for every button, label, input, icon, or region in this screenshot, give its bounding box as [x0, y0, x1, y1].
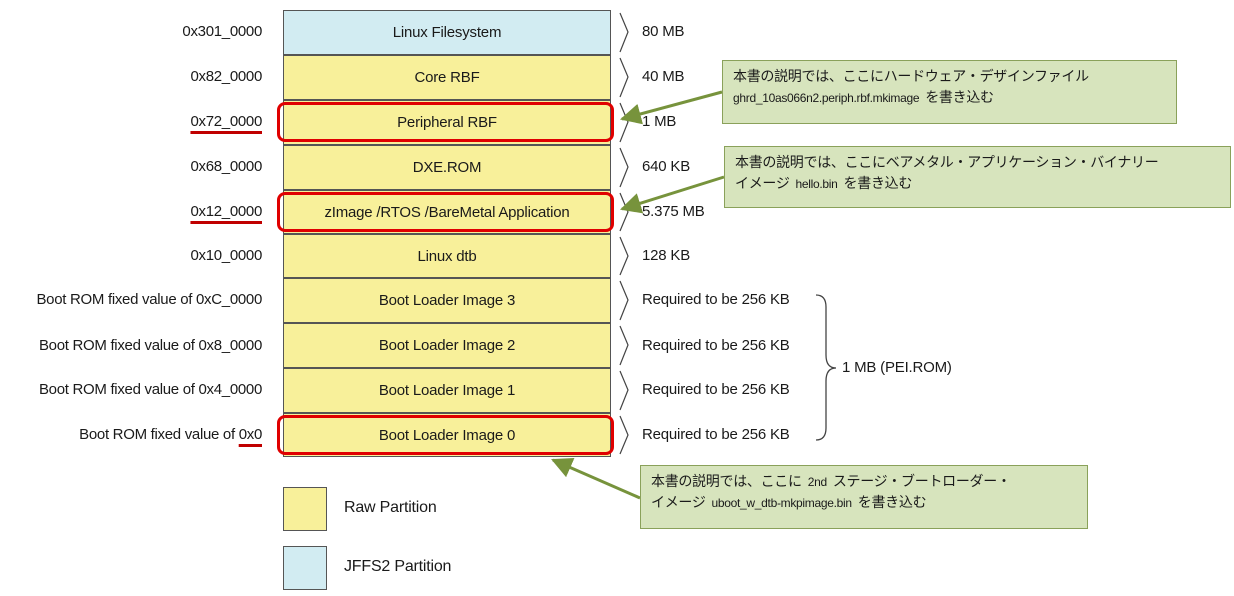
legend-swatch-jffs2: [283, 546, 327, 590]
size-core-rbf: 40 MB: [642, 68, 685, 85]
address-boot-loader-3: Boot ROM fixed value of 0xC_0000: [36, 291, 262, 308]
highlight-zimage: [277, 192, 614, 232]
note-bootloader-line1: 本書の説明では、ここに 2nd ステージ・ブートローダー・: [651, 472, 1077, 493]
note-zimage-line1: 本書の説明では、ここにベアメタル・アプリケーション・バイナリー: [735, 155, 1159, 171]
address-peripheral-rbf-value: 0x72_0000: [190, 113, 262, 130]
note-bootloader-line1-b: 2nd: [807, 475, 827, 489]
pei-curly-brace: [815, 294, 837, 441]
note-peripheral-suffix: を書き込む: [925, 90, 994, 106]
size-dxe-rom: 640 KB: [642, 158, 691, 175]
address-linux-filesystem: 0x301_0000: [182, 23, 262, 40]
address-boot-loader-1: Boot ROM fixed value of 0x4_0000: [38, 381, 262, 398]
size-chevrons: [619, 12, 629, 455]
note-bootloader-prefix: イメージ: [651, 495, 706, 511]
partition-boot-loader-1: Boot Loader Image 1: [283, 368, 611, 413]
partition-linux-filesystem: Linux Filesystem: [283, 10, 611, 55]
pei-group-label: 1 MB (PEI.ROM): [842, 359, 952, 376]
note-peripheral-file: ghrd_10as066n2.periph.rbf.mkimage: [733, 91, 920, 105]
size-peripheral-rbf: 1 MB: [642, 113, 677, 130]
highlight-boot-loader-0: [277, 415, 614, 455]
note-bootloader-file: uboot_w_dtb-mkpimage.bin: [711, 496, 853, 510]
address-zimage-value: 0x12_0000: [190, 203, 262, 220]
partition-core-rbf: Core RBF: [283, 55, 611, 100]
note-zimage-line2: イメージ hello.bin を書き込む: [735, 174, 1220, 195]
address-boot-loader-0-prefix: Boot ROM fixed value of: [79, 426, 239, 443]
note-bootloader-suffix: を書き込む: [857, 495, 927, 511]
size-boot-loader-0: Required to be 256 KB: [642, 426, 790, 443]
size-boot-loader-2: Required to be 256 KB: [642, 337, 790, 354]
partition-peripheral-rbf: Peripheral RBF: [283, 100, 611, 145]
size-linux-dtb: 128 KB: [642, 247, 691, 264]
note-zimage-prefix: イメージ: [735, 176, 790, 192]
address-peripheral-rbf: 0x72_0000: [0, 112, 262, 132]
arrow-note-bootloader: [551, 457, 641, 500]
arrow-note-peripheral: [619, 90, 723, 125]
legend-label-jffs2: JFFS2 Partition: [344, 558, 452, 575]
address-boot-loader-0: Boot ROM fixed value of 0x0: [0, 425, 262, 445]
partition-boot-loader-3: Boot Loader Image 3: [283, 278, 611, 323]
note-bootloader-line2: イメージ uboot_w_dtb-mkpimage.bin を書き込む: [651, 493, 1077, 514]
size-zimage: 5.375 MB: [642, 203, 705, 220]
size-boot-loader-1: Required to be 256 KB: [642, 381, 790, 398]
note-peripheral-rbf: 本書の説明では、ここにハードウェア・デザインファイル ghrd_10as066n…: [722, 60, 1177, 124]
note-boot-loader: 本書の説明では、ここに 2nd ステージ・ブートローダー・ イメージ uboot_w_…: [640, 465, 1088, 529]
partition-zimage: zImage /RTOS /BareMetal Application: [283, 190, 611, 234]
note-peripheral-line2: ghrd_10as066n2.periph.rbf.mkimage を書き込む: [733, 88, 1166, 109]
note-zimage: 本書の説明では、ここにベアメタル・アプリケーション・バイナリー イメージ hell…: [724, 146, 1231, 208]
note-bootloader-line1-c: ステージ・ブートローダー・: [832, 474, 1011, 490]
partition-boot-loader-2: Boot Loader Image 2: [283, 323, 611, 368]
note-peripheral-line1: 本書の説明では、ここにハードウェア・デザインファイル: [733, 69, 1089, 85]
partition-boot-loader-0: Boot Loader Image 0: [283, 413, 611, 457]
address-dxe-rom: 0x68_0000: [190, 158, 262, 175]
address-boot-loader-2: Boot ROM fixed value of 0x8_0000: [38, 337, 262, 354]
note-zimage-file: hello.bin: [795, 177, 838, 191]
address-boot-loader-0-value: 0x0: [238, 426, 263, 443]
arrow-note-zimage: [619, 175, 725, 214]
size-boot-loader-3: Required to be 256 KB: [642, 291, 790, 308]
partition-dxe-rom: DXE.ROM: [283, 145, 611, 190]
note-bootloader-line1-a: 本書の説明では、ここに: [651, 474, 802, 490]
address-zimage: 0x12_0000: [0, 202, 262, 222]
address-core-rbf: 0x82_0000: [190, 68, 262, 85]
address-linux-dtb: 0x10_0000: [190, 247, 262, 264]
size-linux-filesystem: 80 MB: [642, 23, 685, 40]
highlight-peripheral-rbf: [277, 102, 614, 142]
partition-linux-dtb: Linux dtb: [283, 234, 611, 278]
legend-swatch-raw: [283, 487, 327, 531]
legend-label-raw: Raw Partition: [344, 499, 437, 516]
note-zimage-suffix: を書き込む: [843, 176, 913, 192]
